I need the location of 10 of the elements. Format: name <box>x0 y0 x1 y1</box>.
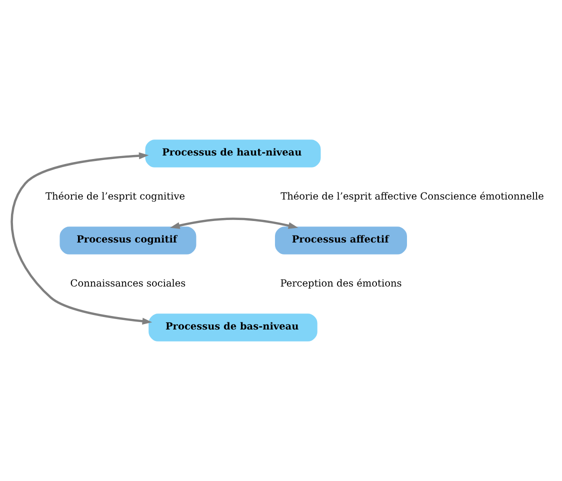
node-box: Processus de bas-niveau <box>148 314 318 342</box>
label: Connaissances sociales <box>70 278 186 290</box>
node-box: Processus de haut-niveau <box>145 140 321 168</box>
node-box: Processus cognitif <box>60 226 196 254</box>
label: Théorie de l’esprit cognitive <box>45 192 185 203</box>
node-box: Processus affectif <box>274 226 407 254</box>
arrow <box>170 218 298 229</box>
label: Perception des émotions <box>280 278 402 290</box>
label: Théorie de l’esprit affective Conscience émotionnelle <box>280 192 544 203</box>
arrow <box>10 152 152 325</box>
